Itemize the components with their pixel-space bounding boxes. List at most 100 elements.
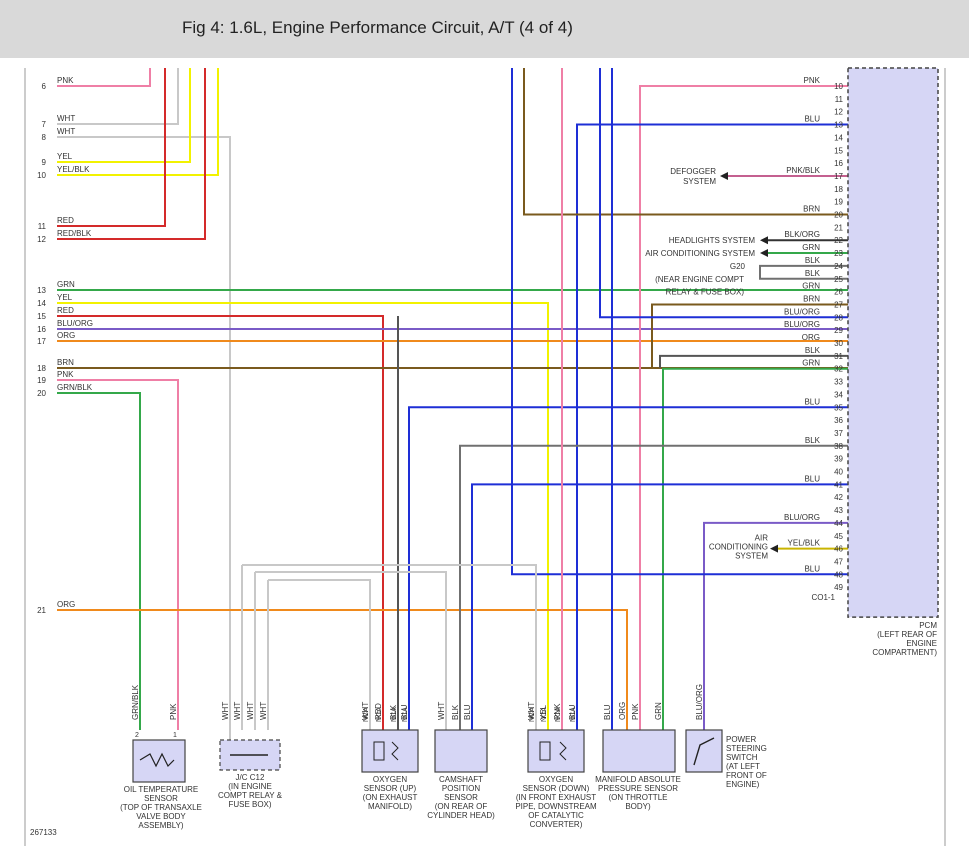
pcm-wire-label: BLK [805,256,821,265]
o2-down-nca-label: NCA [555,707,562,722]
o2-element-icon [539,741,551,761]
oil-temp-pin-number: 2 [135,732,139,739]
map-wire-label: BLU [603,704,612,720]
pcm-pin-number: 21 [834,223,843,232]
pcm-pin-number: 22 [834,236,843,245]
camshaft-wire-label: WHT [437,702,446,720]
jc-c12-wire-label: WHT [221,702,230,720]
pcm-pin-number: 33 [834,378,843,387]
oil-temp-pin-number: 1 [173,732,177,739]
oil-temp-wire-label: GRN/BLK [131,684,140,720]
left-wire-label: BLU/ORG [57,319,93,328]
pcm-pin-number: 31 [834,352,843,361]
wire-wht-jc-run2 [255,571,447,595]
left-wire-label: BRN [57,358,74,367]
left-pin-number: 9 [42,158,47,167]
ac-input-label: CONDITIONING [709,543,768,552]
jc-c12-label: J/C C12 [236,773,265,782]
camshaft-label: CYLINDER HEAD) [427,811,495,820]
pcm-pin-number: 36 [834,416,843,425]
pcm-pin-number: 49 [834,583,843,592]
oil-temp-wire-label: PNK [169,703,178,720]
wire-blu-pcm35 [408,406,848,730]
jc-c12-label: COMPT RELAY & [218,791,283,800]
pcm-wire-label: ORG [802,333,820,342]
pcm-label: COMPARTMENT) [872,648,937,657]
left-pin-number: 18 [37,364,46,373]
ps-switch-box [685,729,723,773]
wire-grn-pcm32 [662,367,848,730]
left-pin-number: 8 [42,133,47,142]
left-wire-label: ORG [57,331,75,340]
pcm-pin-number: 13 [834,121,843,130]
pcm-pin-number: 19 [834,198,843,207]
left-wire-label: RED [57,306,74,315]
pcm-ref-label: CO1-1 [811,593,835,602]
wire-red-11 [57,68,166,227]
pcm-wire-label: BLU/ORG [784,307,820,316]
o2-up-wire-label: RED [374,703,383,720]
pcm-wire-label: BLK [805,346,821,355]
pcm-wire-label: BLU [804,397,820,406]
switch-icon [693,737,715,766]
pcm-pin-number: 48 [834,570,843,579]
wire-wht-jc-run1 [242,564,537,588]
wire-wht-8 [57,136,231,760]
heater-icon [559,741,567,761]
left-pin-number: 6 [42,82,47,91]
wire-blu-pcm13 [576,123,848,730]
o2-up-label: (ON EXHAUST [363,793,418,802]
oil-temp-label: SENSOR [144,794,178,803]
labels-layer: 6PNK7WHT8WHT9YEL10YEL/BLK11RED12RED/BLK1… [30,76,937,837]
pcm-pin-number: 41 [834,480,843,489]
wire-pnk-6 [57,68,151,87]
pcm-pin-number: 30 [834,339,843,348]
wire-blu-pcm41 [471,483,848,730]
left-pin-number: 19 [37,376,46,385]
wire-grnblk-20 [57,392,141,730]
pcm-pin-number: 35 [834,403,843,412]
oil-temp-label: (TOP OF TRANSAXLE [120,803,202,812]
pcm-wire-label: GRN [802,243,820,252]
pcm-pin-number: 32 [834,365,843,374]
pcm-pin-number: 17 [834,172,843,181]
o2-down-wire-label: PNK [553,703,562,720]
wires-layer [57,68,848,760]
o2-element-icon [373,741,385,761]
o2-down-wire-label: WHT [527,702,536,720]
map-sensor-box [602,729,676,773]
pcm-pin-number: 16 [834,159,843,168]
left-pin-number: 14 [37,299,46,308]
o2-down-label: (IN FRONT EXHAUST [516,793,596,802]
ps-switch-label: STEERING [726,744,767,753]
pcm-wire-label: PNK [804,76,821,85]
wire-red-15 [57,315,384,730]
left-pin-number: 7 [42,120,47,129]
ac-input-arrow-icon [770,544,778,553]
pcm-pin-number: 26 [834,288,843,297]
o2-up-nca-label: NCA [391,707,398,722]
map-wire-label: PNK [631,703,640,720]
ac-input-label: AIR [755,534,769,543]
pcm-box [847,67,939,618]
pcm-pin-number: 47 [834,557,843,566]
o2-down-sensor-box [527,729,585,773]
left-wire-label: PNK [57,76,74,85]
pcm-pin-number: 38 [834,442,843,451]
pcm-pin-number: 45 [834,532,843,541]
pcm-pin-number: 14 [834,133,843,142]
o2-down-label: OXYGEN [539,775,573,784]
pcm-wire-label: GRN [802,359,820,368]
o2-down-label: SENSOR (DOWN) [523,784,590,793]
left-pin-number: 16 [37,325,46,334]
camshaft-label: (ON REAR OF [435,802,488,811]
map-label: PRESSURE SENSOR [598,784,678,793]
camshaft-wire-label: BLK [451,704,460,720]
o2-down-nca-label: NCA [570,707,577,722]
wire-blk-pcm24-25 [759,264,848,280]
pcm-wire-label: PNK/BLK [786,166,820,175]
defogger-label: SYSTEM [683,177,716,186]
left-wire-label: GRN/BLK [57,383,93,392]
pcm-pin-number: 40 [834,468,843,477]
o2-up-wire-label: WHT [361,702,370,720]
